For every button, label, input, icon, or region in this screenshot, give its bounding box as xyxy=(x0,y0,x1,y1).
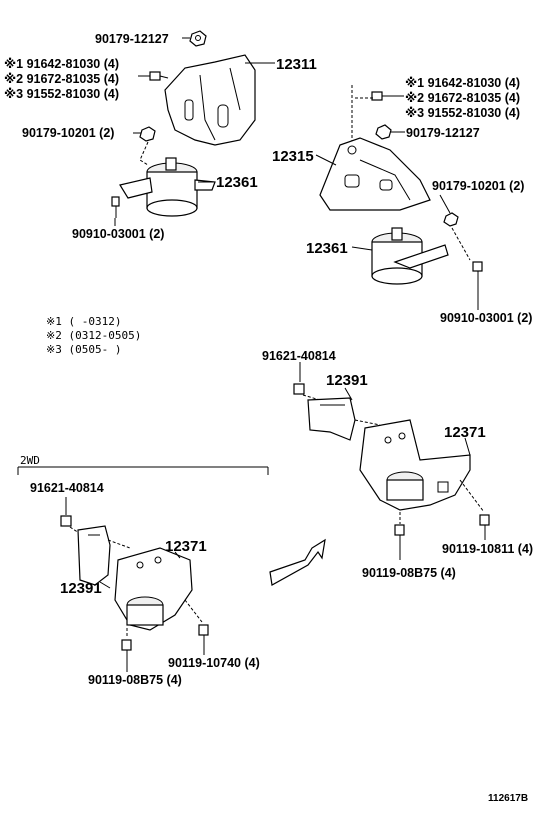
bolt-icon xyxy=(371,91,404,101)
top-right-assembly xyxy=(315,85,483,310)
label-m-90119-10811: 90119-10811 (4) xyxy=(442,542,533,556)
label-12311: 12311 xyxy=(276,56,317,73)
2wd-section xyxy=(17,466,269,475)
label-m-91621-40814: 91621-40814 xyxy=(262,349,336,363)
mount-12371-shape xyxy=(359,419,471,511)
insulator-12361-shape xyxy=(371,227,449,285)
label-r-91672-81035: ※2 91672-81035 (4) xyxy=(405,91,520,105)
bolt-icon xyxy=(472,261,483,290)
label-12315: 12315 xyxy=(272,148,314,165)
label-r-91642-81030: ※1 91642-81030 (4) xyxy=(405,76,520,90)
bolt-icon xyxy=(121,639,132,672)
label-w-91621-40814: 91621-40814 xyxy=(30,481,104,495)
bolt-icon xyxy=(111,196,120,218)
label-90910-03001: 90910-03001 (2) xyxy=(72,227,164,241)
label-w-12391: 12391 xyxy=(60,580,102,597)
label-m-12391: 12391 xyxy=(326,372,368,389)
diagram-code: 112617B xyxy=(488,793,528,804)
top-left-assembly xyxy=(111,30,275,226)
label-91642-81030: ※1 91642-81030 (4) xyxy=(4,57,119,71)
label-91552-81030: ※3 91552-81030 (4) xyxy=(4,87,119,101)
section-label-2wd: 2WD xyxy=(20,454,40,467)
bracket-12391-shape xyxy=(77,525,111,586)
label-w-12371: 12371 xyxy=(165,538,207,555)
label-m-12371: 12371 xyxy=(444,424,486,441)
middle-right-assembly xyxy=(293,362,490,560)
2wd-assembly xyxy=(60,497,209,672)
label-r-12361: 12361 xyxy=(306,240,348,257)
label-r-90910-03001: 90910-03001 (2) xyxy=(440,311,532,325)
bolt-icon xyxy=(394,524,405,560)
bracket-12315-shape xyxy=(319,137,431,211)
label-r-91552-81030: ※3 91552-81030 (4) xyxy=(405,106,520,120)
bolt-icon xyxy=(198,624,209,636)
insulator-12361-shape xyxy=(119,157,216,217)
note-2: ※2 (0312-0505) xyxy=(46,329,141,342)
nut-icon xyxy=(139,126,156,142)
bolt-icon xyxy=(293,383,305,395)
nut-icon xyxy=(189,30,207,47)
bolt-icon xyxy=(60,515,72,527)
bracket-12311-shape xyxy=(164,54,256,146)
nut-icon xyxy=(443,212,459,227)
bolt-icon xyxy=(149,71,169,81)
label-90179-10201: 90179-10201 (2) xyxy=(22,126,114,140)
note-1: ※1 ( -0312) xyxy=(46,315,121,328)
direction-arrow-icon xyxy=(269,538,326,586)
label-r-90179-10201: 90179-10201 (2) xyxy=(432,179,524,193)
label-r-90179-12127: 90179-12127 xyxy=(406,126,480,140)
mount-12371-shape xyxy=(114,547,193,631)
nut-icon xyxy=(375,124,392,140)
label-12361: 12361 xyxy=(216,174,258,191)
note-3: ※3 (0505- ) xyxy=(46,343,121,356)
label-91672-81035: ※2 91672-81035 (4) xyxy=(4,72,119,86)
bracket-12391-shape xyxy=(307,397,356,441)
label-w-90119-10740: 90119-10740 (4) xyxy=(168,656,260,670)
label-m-90119-08B75: 90119-08B75 (4) xyxy=(362,566,456,580)
label-90179-12127: 90179-12127 xyxy=(95,32,169,46)
label-w-90119-08B75: 90119-08B75 (4) xyxy=(88,673,182,687)
bolt-icon xyxy=(479,514,490,526)
